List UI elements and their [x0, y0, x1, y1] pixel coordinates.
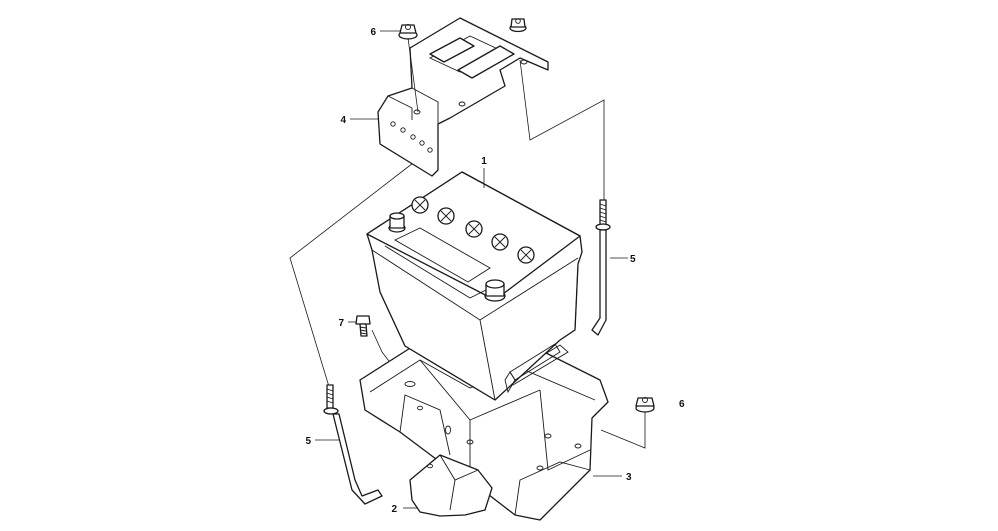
- battery-tray: [359, 339, 609, 521]
- flange-nut-clamp: [509, 18, 527, 33]
- flange-nut-top: [398, 24, 419, 113]
- j-bolt-right: [591, 199, 611, 336]
- hex-bolt: [355, 315, 371, 337]
- callout-rod-right: 5: [630, 254, 636, 265]
- lower-bracket: [409, 425, 493, 517]
- callout-nut-top: 6: [370, 27, 376, 38]
- hold-down-clamp: [377, 17, 549, 177]
- callout-lower-bracket: 2: [391, 504, 397, 515]
- callout-bolt: 7: [338, 318, 344, 329]
- callout-nut-right: 6: [679, 399, 685, 410]
- callout-hold-down-clamp: 4: [340, 115, 346, 126]
- flange-nut-right: [635, 397, 655, 413]
- callout-labels: 1 2 3 4 5 5 6 6 7: [305, 27, 685, 515]
- j-bolt-left: [323, 384, 383, 505]
- callout-battery: 1: [481, 156, 487, 167]
- terminal-posts: [388, 212, 506, 302]
- callout-battery-tray: 3: [626, 472, 632, 483]
- vent-caps: [411, 196, 535, 264]
- callout-leaders: [315, 30, 628, 509]
- callout-rod-left: 5: [305, 436, 311, 447]
- battery: [366, 168, 583, 401]
